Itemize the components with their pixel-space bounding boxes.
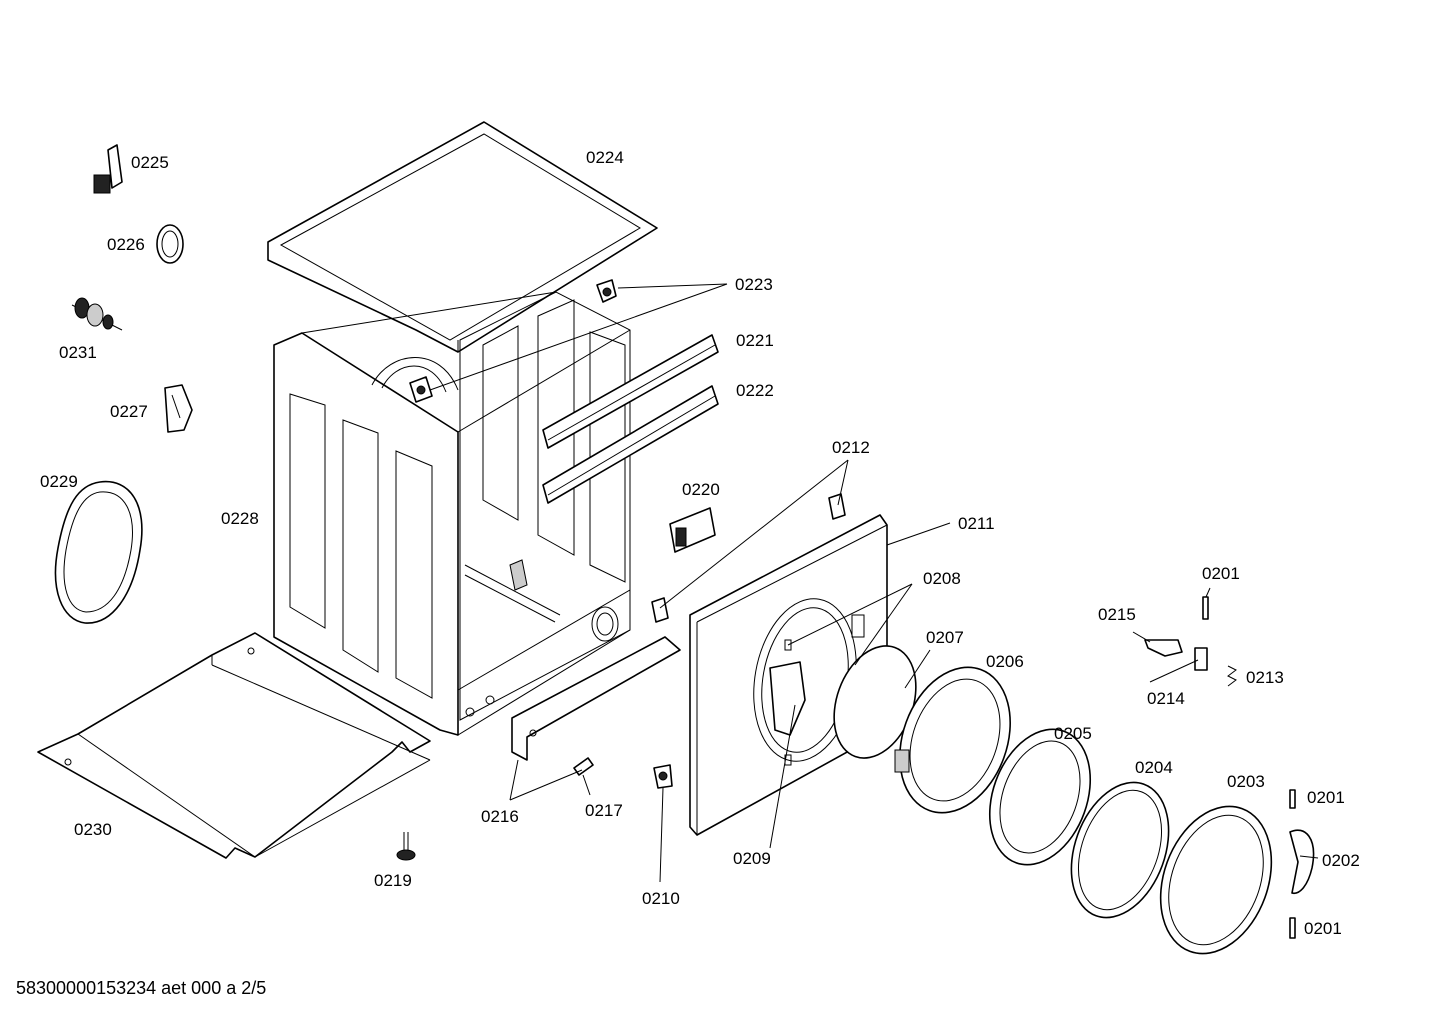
part-handle-0202 (1289, 829, 1315, 894)
part-cover-cap-0226 (156, 224, 184, 264)
part-bolt-0231 (71, 297, 123, 331)
label-0203: 0203 (1227, 772, 1265, 791)
label-0227: 0227 (110, 402, 148, 421)
part-door-cover-0203 (1159, 805, 1273, 955)
part-door-frame-0206 (894, 666, 1011, 814)
label-0213: 0213 (1246, 668, 1284, 687)
label-0208: 0208 (923, 569, 961, 588)
part-kickplate (511, 636, 681, 761)
part-gasket-ring (54, 480, 143, 624)
label-0220: 0220 (682, 480, 720, 499)
part-pin-0201-mid (1289, 789, 1296, 809)
part-spring-0213 (1227, 665, 1237, 687)
part-door-ring-0205 (988, 728, 1092, 866)
part-lever-0215 (1144, 639, 1183, 657)
label-0209: 0209 (733, 849, 771, 868)
label-0215: 0215 (1098, 605, 1136, 624)
part-rail-0221 (542, 334, 719, 449)
label-0207: 0207 (926, 628, 964, 647)
part-clip-0223-left (409, 376, 433, 403)
part-rail-0222 (542, 385, 719, 504)
label-0224: 0224 (586, 148, 624, 167)
part-pin-0217 (573, 757, 594, 776)
label-0212: 0212 (832, 438, 870, 457)
label-0221: 0221 (736, 331, 774, 350)
part-catch-0214 (1194, 647, 1208, 671)
label-0216: 0216 (481, 807, 519, 826)
label-0228: 0228 (221, 509, 259, 528)
part-clip-0212-lower (651, 597, 669, 623)
document-code: 58300000153234 aet 000 a 2/5 (16, 978, 267, 998)
label-0231: 0231 (59, 343, 97, 362)
part-pin-0201-bottom (1289, 917, 1296, 939)
part-clip-0212-upper (828, 493, 846, 520)
part-screw-0219 (396, 832, 416, 861)
part-knob-0210 (653, 764, 673, 789)
label-0219: 0219 (374, 871, 412, 890)
part-cabinet-housing (273, 291, 631, 736)
part-clip-0223-right (596, 279, 617, 303)
part-door-ring-0204 (1070, 781, 1170, 919)
label-0206: 0206 (986, 652, 1024, 671)
part-cable-clip-0225 (93, 144, 123, 194)
label-0205: 0205 (1054, 724, 1092, 743)
label-0210: 0210 (642, 889, 680, 908)
part-pin-0201-top (1202, 596, 1209, 620)
part-top-cover (267, 121, 658, 353)
label-0211: 0211 (958, 514, 995, 533)
label-0202: 0202 (1322, 851, 1360, 870)
label-0204: 0204 (1135, 758, 1173, 777)
label-0222: 0222 (736, 381, 774, 400)
label-0201-top: 0201 (1202, 564, 1240, 583)
label-0217: 0217 (585, 801, 623, 820)
label-0214: 0214 (1147, 689, 1185, 708)
label-0201-bottom: 0201 (1304, 919, 1342, 938)
label-0229: 0229 (40, 472, 78, 491)
label-0225: 0225 (131, 153, 169, 172)
label-0226: 0226 (107, 235, 145, 254)
label-0201-mid: 0201 (1307, 788, 1345, 807)
part-number-labels: 0224 0225 0226 0223 0231 0221 0222 0227 … (40, 148, 1360, 938)
label-0230: 0230 (74, 820, 112, 839)
leader-lines (429, 283, 1319, 883)
label-0223: 0223 (735, 275, 773, 294)
part-door-lock (669, 507, 716, 553)
part-base-plate (37, 632, 431, 859)
part-bracket-0227 (164, 384, 193, 433)
